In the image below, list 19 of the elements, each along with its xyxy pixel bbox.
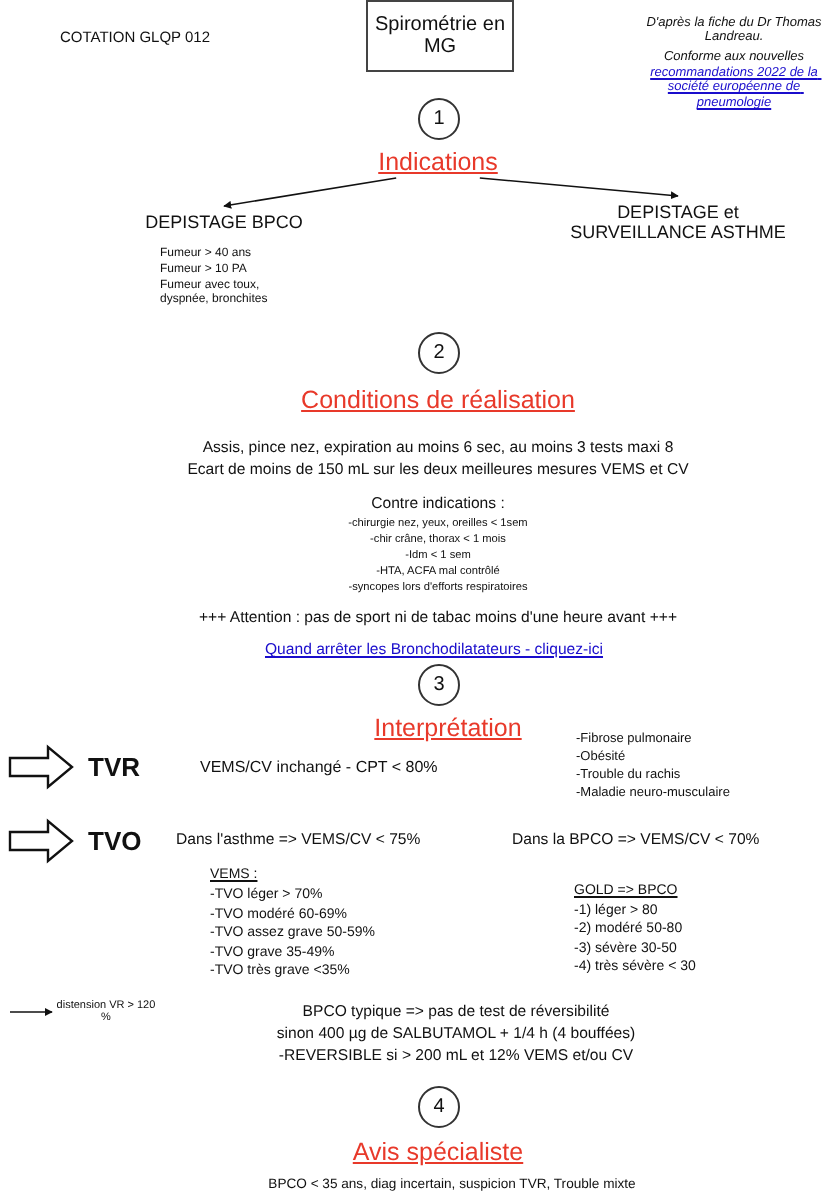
step-number: 4 [418, 1086, 460, 1128]
title-box: Spirométrie en MG [366, 0, 514, 72]
block-arrow [8, 818, 74, 864]
arrow [223, 177, 397, 209]
category-label: DEPISTAGE BPCO [145, 212, 303, 232]
step-number: 3 [418, 664, 460, 706]
category-label: TVR [88, 752, 140, 782]
step-number: 2 [418, 332, 460, 374]
category-label: DEPISTAGE et SURVEILLANCE ASTHME [548, 202, 808, 242]
arrow [9, 1008, 53, 1016]
section-heading: Indications [378, 148, 498, 176]
section-heading: Conditions de réalisation [301, 386, 575, 415]
category-label: TVO [88, 826, 142, 856]
step-number: 1 [418, 98, 460, 140]
arrow [479, 177, 679, 200]
criteria-text: VEMS/CV inchangé - CPT < 80% [200, 758, 438, 777]
block-arrow [8, 744, 74, 790]
section-heading: Avis spécialiste [352, 1138, 524, 1167]
section-heading: Interprétation [374, 714, 522, 743]
